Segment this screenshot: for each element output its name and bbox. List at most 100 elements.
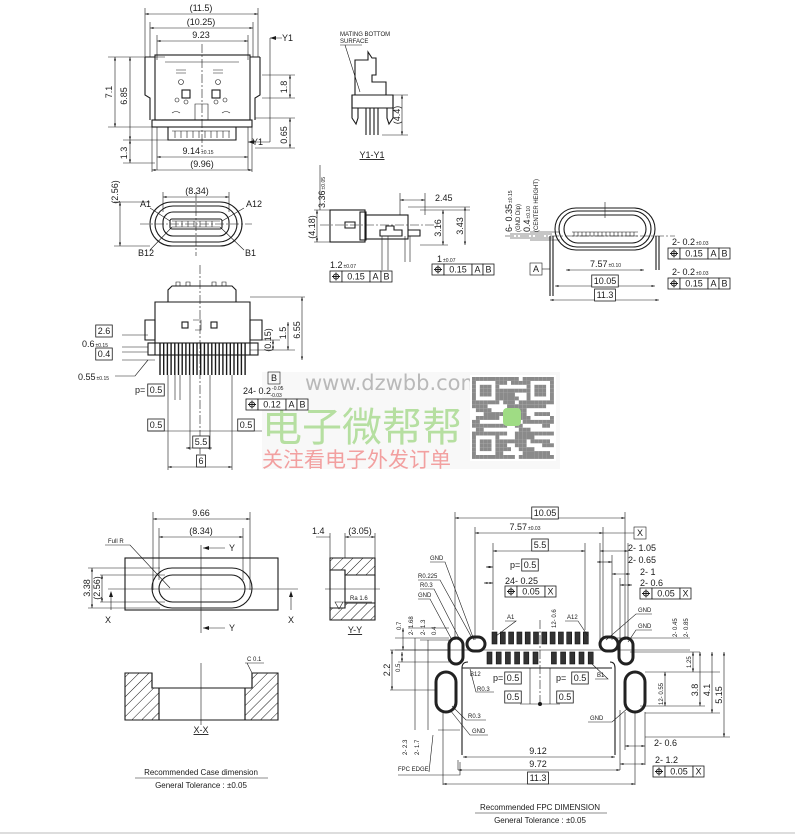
fpc-pad-bottom [486,651,493,665]
roughness-note: Ra 1.6 [350,596,368,602]
fpc-pad-bottom [560,651,566,665]
chamfer-note: C 0.1 [247,657,262,663]
watermark-url: www.dzwbb.com [305,371,481,395]
tolerance-value: 0.15 [449,265,467,275]
gnd-label-6: GND [590,716,604,722]
dim-shell-ref: (9.96) [190,159,214,169]
dimension-box [504,690,522,704]
dim-fpc-0-5-left: 0.5 [507,692,520,702]
dim-bottom-0-15: (0.15) [263,328,273,352]
dim-end-pitch: 7.57±0.10 [590,259,621,269]
bottom-view: 2.6 0.6±0.15 0.4 0.55±0.15 (0.15) 1.5 6.… [78,265,309,470]
dim-overall-width: (11.5) [190,3,213,13]
fpc-pad-top [558,631,564,645]
note-center-height: (CENTER HEIGHT) [534,179,540,232]
dimension-box [571,671,589,685]
dim-case-h-outer: 3.38 [82,579,92,597]
dim-fpc-2-105: 2- 1.05 [628,543,656,553]
datum-ref: A [710,249,716,259]
case-dimension-title: Recommended Case dimension [144,768,258,777]
datum-ref-cell [692,765,705,778]
dim-side-h1: 3.16 [433,219,443,237]
dim-bottom-2-6: 2.6 [98,326,111,336]
pin-a1: A1 [507,615,515,621]
dimension-box [527,771,549,785]
section-mark-x-left: X [105,615,111,625]
dimension-box [556,690,574,704]
fpc-pad-bottom [587,651,594,665]
note-full-r: Full R [108,539,124,545]
section-yy-label: Y-Y [348,625,362,635]
fpc-tolerance: General Tolerance : ±0.05 [494,816,586,825]
dim-leg-1: 1.2±0.07 [330,260,356,270]
datum-ref: X [682,589,688,599]
dim-fpc-2-045: 2- 0.45 [673,618,679,637]
fpc-pad-top [566,631,573,645]
fpc-pitch-label-b-right: p= [556,673,566,683]
section-y1-label: Y1-Y1 [359,150,384,160]
datum-ref: B [485,265,491,275]
section-xx-label: X-X [193,725,208,735]
section-mark-x-right: X [288,615,294,625]
dim-fpc-2-168: 2- 1.68 [409,616,415,635]
dim-body-height: 6.85 [119,87,129,105]
tolerance-value: 0.15 [347,272,365,282]
gnd-label-4: GND [638,624,652,630]
dim-fpc-2-065: 2- 0.65 [628,555,656,565]
dim-bottom-0-55: 0.55±0.15 [78,372,109,382]
dim-bottom-0-6: 0.6±0.15 [82,339,108,349]
datum-ref-cell [380,270,393,283]
pitch-value: 0.5 [150,385,163,395]
position-tolerance-icon [434,265,442,274]
dim-fpc-12-055: 12- 0.55 [659,682,665,705]
dimension-box [196,454,206,468]
dim-fpc-9-12: 9.12 [529,746,547,756]
pin-a12: A12 [567,615,578,621]
datum-ref: B [721,279,727,289]
fpc-pad-top [549,631,556,645]
dimension-box [95,347,113,361]
radius-r03-mid: R0.3 [477,687,490,693]
position-tolerance-icon [248,400,256,409]
dim-side-height: (4.18) [307,215,317,239]
radius-r03-top: R0.3 [420,583,433,589]
dim-front-width: (8.34) [185,186,209,196]
datum-x: X [637,528,643,538]
tolerance-value: 0.05 [670,767,688,777]
tolerance-value: 0.15 [685,279,703,289]
dimension-box [531,506,559,520]
section-y1-view: MATING BOTTOM SURFACE (4.4) Y1-Y1 [340,32,408,160]
dim-bottom-side-left: 0.5 [150,420,163,430]
datum-ref: X [695,767,701,777]
dim-end-leg-1: 2- 0.2±0.03 [672,237,709,247]
dim-front-height: (2.56) [110,180,120,204]
dim-fpc-0-4: 0.4 [432,626,438,635]
dim-section-height: (4.4) [392,106,402,125]
dim-fpc-pads: 24- 0.25 [505,576,538,586]
dim-side-h2: 3.43 [455,217,465,235]
datum-ref-cell [718,277,731,290]
pin-label-a1: A1 [140,199,151,209]
dim-fpc-2-13: 2- 1.3 [421,619,427,635]
dimension-box [594,288,616,302]
side-view: (4.18) 3.36±0.05 2.45 3.16 3.43 1.2±0.07… [307,165,495,283]
dim-fpc-11-3: 11.3 [530,773,547,783]
dim-case-h-inner: (2.56) [92,576,102,600]
dim-gnd-dip: 6- 0.35±0.15 [504,190,514,232]
case-tolerance: General Tolerance : ±0.05 [155,781,247,790]
tolerance-value: 0.12 [263,400,281,410]
datum-a: A [533,264,539,274]
fpc-pad-bottom [578,651,585,665]
pin-label-a12: A12 [246,199,262,209]
fpc-pad-top [516,631,523,645]
dim-end-outer-2: 11.3 [597,290,614,300]
fpc-pad-bottom [505,651,511,665]
datum-ref: B [299,400,305,410]
dim-fpc-2-06: 2- 0.6 [640,578,663,588]
section-mark-y1-bottom: Y1 [252,137,263,147]
